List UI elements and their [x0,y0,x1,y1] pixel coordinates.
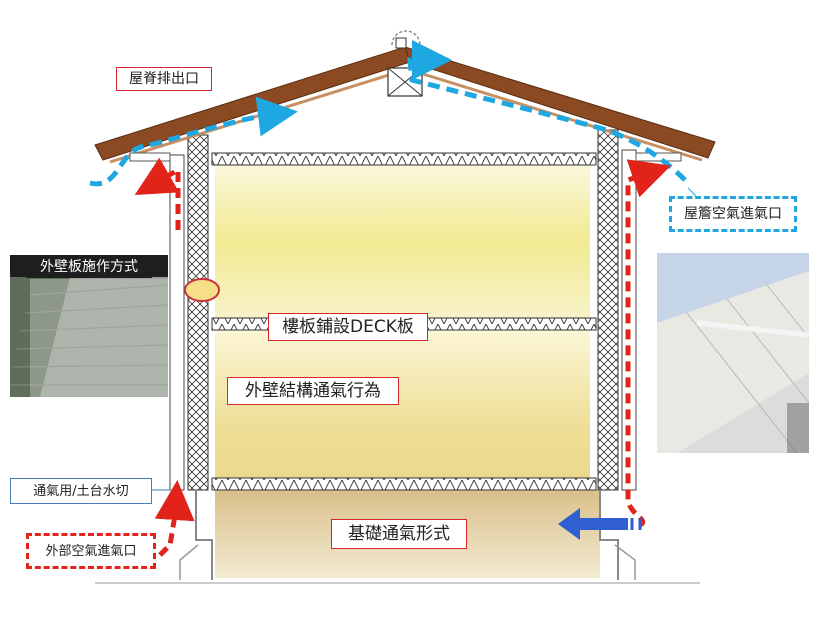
sill-flashing-label: 通氣用/土台水切 [10,478,152,504]
floor-deck-label: 樓板鋪設DECK板 [268,313,428,341]
roof-left [94,46,411,161]
upper-floor-space [215,163,590,318]
roof-underlay-right [409,68,703,162]
foundation-wall [195,490,619,580]
left-wall-insulation [187,134,209,491]
ceiling-truss [211,152,597,166]
roof-right [404,46,716,159]
ridge-vent-label: 屋脊排出口 [116,67,212,91]
eave-leader-line [687,187,697,197]
foundation-intake-arrow [558,508,642,540]
outside-intake-label: 外部空氣進氣口 [26,533,156,569]
left-upper-airflow [134,157,181,230]
siding-method-label: 外壁板施作方式 [26,256,152,278]
right-wall-airflow [625,159,671,528]
foundation-vent-label: 基礎通氣形式 [331,519,467,549]
left-eave-soffit [129,152,171,162]
right-eave-soffit [635,152,682,162]
ground-floor-deck [211,477,597,491]
eave-intake-label: 屋簷空氣進氣口 [669,196,797,232]
left-eave-airflow [89,96,298,187]
right-wall-insulation [597,129,619,491]
left-wall-airflow [154,480,195,557]
lower-floor-space [215,330,590,480]
siding-detail-marker [184,278,220,302]
wall-ventilation-label: 外壁結構通氣行為 [227,377,399,405]
eave-photo [657,253,809,453]
foundation-footing [179,544,636,580]
